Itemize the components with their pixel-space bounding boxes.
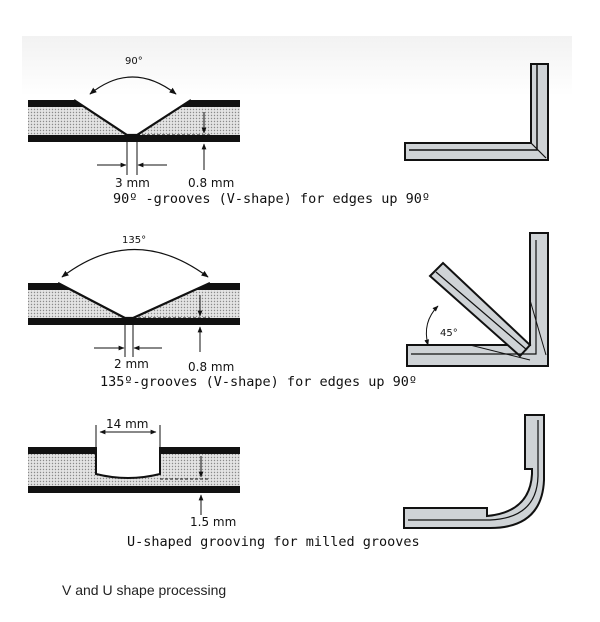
v135-folded-profile: [406, 232, 549, 367]
v135-angle-label: 135°: [122, 235, 146, 246]
v135-angle-arc: [61, 248, 209, 278]
v135-depth-label: 0.8 mm: [188, 360, 234, 374]
v90-depth-label: 0.8 mm: [188, 176, 234, 190]
u-panel-section: [28, 447, 240, 493]
u-caption: U-shaped grooving for milled grooves: [127, 534, 420, 550]
panel-v90: 90° 3 mm 0.8 mm 90º -grooves (V-shape) f…: [28, 56, 549, 207]
v90-caption: 90º -grooves (V-shape) for edges up 90º: [113, 191, 430, 207]
v90-angle-arc: [89, 76, 177, 95]
v90-width-label: 3 mm: [115, 176, 150, 190]
v135-caption: 135º-grooves (V-shape) for edges up 90º: [100, 374, 417, 390]
v135-panel-section: [28, 281, 240, 325]
v90-folded-profile: [404, 63, 549, 161]
header-band: [22, 36, 572, 96]
u-folded-profile: [403, 414, 545, 529]
panel-u: 14 mm 1.5 mm U-shaped grooving for mille…: [28, 414, 545, 550]
v90-panel-section: [28, 99, 240, 142]
panel-v135: 135° 2 mm 0.8 mm 45° 135º-grooves (V-sha…: [28, 232, 549, 390]
v135-fold-angle-label: 45°: [440, 328, 458, 339]
u-width-label: 14 mm: [106, 417, 148, 431]
v135-width-label: 2 mm: [114, 357, 149, 371]
v90-angle-label: 90°: [125, 56, 143, 67]
u-depth-label: 1.5 mm: [190, 515, 236, 529]
figure-caption: V and U shape processing: [62, 582, 227, 598]
